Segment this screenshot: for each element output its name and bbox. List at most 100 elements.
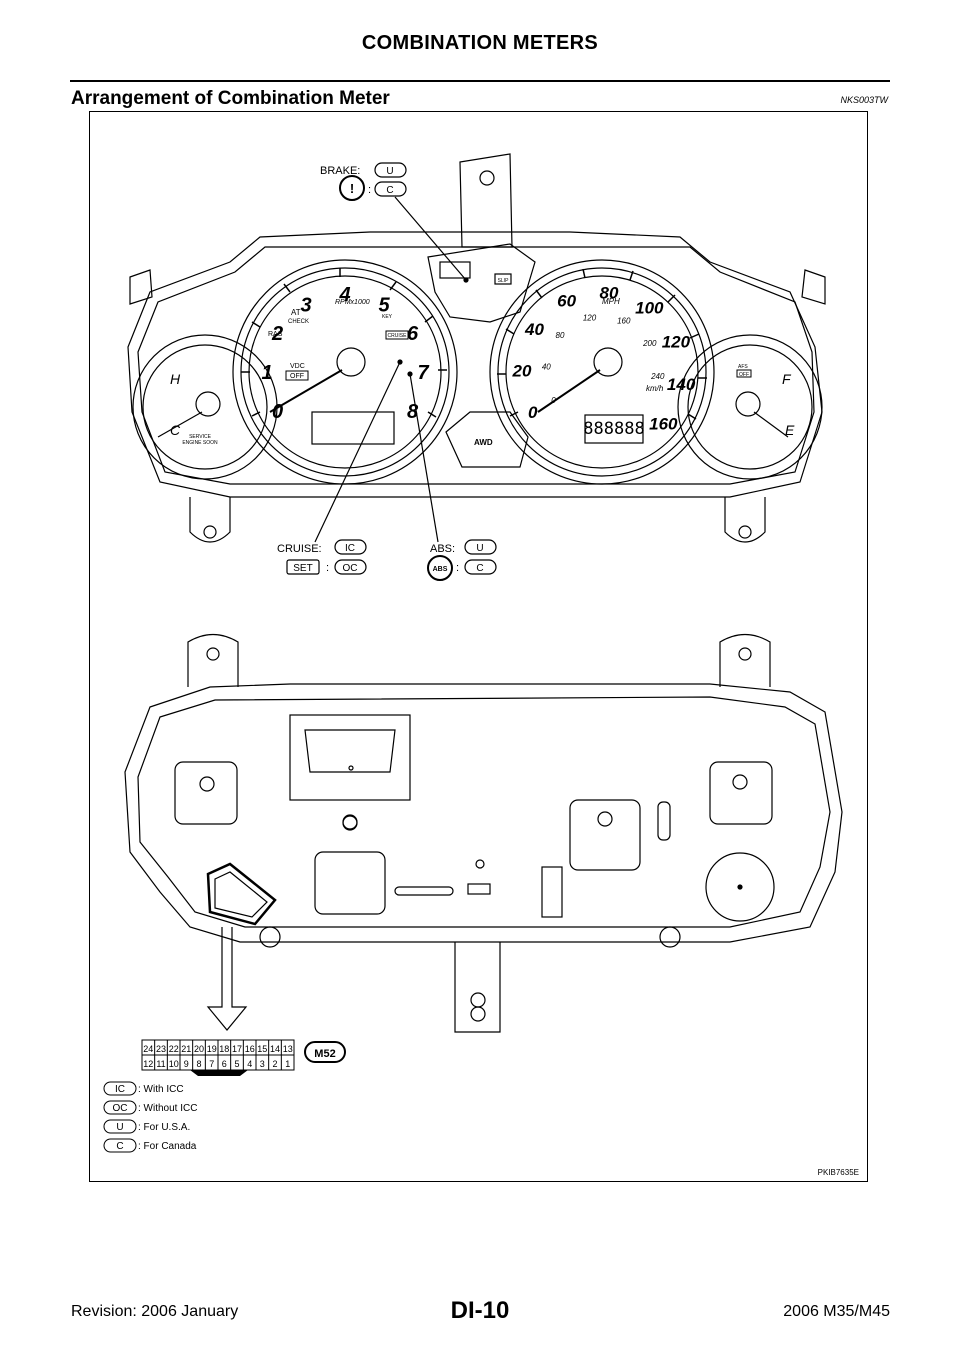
legend-text: : For Canada — [138, 1141, 197, 1152]
tachometer-number: 8 — [407, 401, 419, 423]
speedometer-ticks — [497, 268, 707, 420]
tachometer — [232, 259, 458, 485]
tachometer-number: 2 — [271, 323, 283, 345]
afs-label: AFS — [738, 364, 748, 370]
connector-pin: 9 — [184, 1059, 189, 1069]
pinout-arrow — [206, 927, 248, 1031]
mph-number: 100 — [635, 299, 664, 318]
cruise-leader-line — [314, 361, 401, 543]
connector-pin: 4 — [247, 1059, 252, 1069]
front-housing-outline — [127, 231, 823, 498]
footer-revision: Revision: 2006 January — [71, 1303, 239, 1320]
connector-pin: 18 — [219, 1044, 229, 1054]
legend-text: : With ICC — [138, 1084, 184, 1095]
mph-number: 40 — [524, 320, 544, 339]
rear-buzzer — [705, 852, 775, 922]
connector-pin: 2 — [272, 1059, 277, 1069]
fuel-gauge — [677, 334, 823, 480]
brake-callout-u: U — [386, 166, 393, 177]
cruise-callout-oc: OC — [343, 563, 358, 574]
legend-key: IC — [115, 1084, 125, 1095]
tachometer-number: 5 — [378, 295, 390, 317]
kmh-number: 120 — [583, 313, 597, 322]
connector-pin: 16 — [245, 1044, 255, 1054]
legend-key: C — [116, 1141, 123, 1152]
mph-number: 20 — [512, 361, 532, 380]
cruise-callout-colon: : — [326, 562, 329, 574]
connector-pin: 11 — [156, 1059, 165, 1069]
legend-key: U — [116, 1122, 123, 1133]
speedometer-mph-numbers: 0 20 40 60 80 100 120 140 160 — [512, 283, 696, 433]
mph-number: 60 — [557, 291, 576, 310]
brake-callout-label: BRAKE: — [320, 165, 360, 177]
tachometer-number: 4 — [338, 284, 350, 306]
tachometer-number: 6 — [407, 323, 419, 345]
connector-pin: 15 — [257, 1044, 267, 1054]
connector-pin: 19 — [207, 1044, 217, 1054]
header-rule — [70, 80, 890, 82]
center-warning-cluster — [427, 243, 536, 323]
kmh-number: 80 — [556, 331, 565, 340]
connector-pin: 6 — [222, 1059, 227, 1069]
connector-pin: 12 — [143, 1059, 153, 1069]
section-code: NKS003TW — [840, 95, 888, 105]
abs-callout-label: ABS: — [430, 543, 455, 555]
mph-unit: MPH — [602, 297, 620, 306]
abs-icon-label: ABS — [433, 566, 448, 573]
mph-number: 0 — [528, 403, 538, 422]
top-mount-tab — [459, 153, 513, 248]
kmh-number: 40 — [542, 362, 551, 371]
connector-pin: 1 — [285, 1059, 290, 1069]
footer-page-number: DI-10 — [450, 1297, 510, 1324]
mph-number: 140 — [667, 375, 696, 394]
temp-hot-label: H — [170, 371, 181, 387]
figure-code: PKIB7635E — [817, 1168, 859, 1177]
at-check-check: CHECK — [288, 319, 309, 325]
vdc-off-label: OFF — [290, 373, 304, 380]
tachometer-unit: RPMx1000 — [335, 299, 370, 306]
connector-pin: 8 — [196, 1059, 201, 1069]
abs-callout-u: U — [476, 543, 483, 554]
temp-cold-label: C — [170, 422, 181, 438]
brake-leader-line — [394, 196, 467, 281]
page-header-title: COMBINATION METERS — [361, 32, 599, 54]
kmh-number: 0 — [551, 396, 556, 405]
section-title: Arrangement of Combination Meter — [71, 88, 390, 109]
cruise-callout-ic: IC — [345, 543, 355, 554]
connector-pin: 7 — [209, 1059, 214, 1069]
fuel-empty-label: E — [785, 422, 795, 438]
kmh-number: 160 — [617, 316, 631, 325]
mph-number: 80 — [600, 283, 619, 302]
connector-pin: 20 — [194, 1044, 204, 1054]
tachometer-number: 1 — [261, 362, 272, 384]
rear-connector-socket — [206, 862, 277, 926]
vdc-label: VDC — [290, 363, 305, 370]
brake-callout-colon: : — [368, 184, 371, 196]
brake-icon-glyph: ! — [350, 181, 354, 196]
rear-display-window — [289, 714, 411, 801]
awd-label: AWD — [474, 438, 493, 447]
at-check-at: AT — [291, 308, 301, 317]
connector-pin: 23 — [156, 1044, 166, 1054]
brake-callout-c: C — [386, 185, 393, 196]
abs-warning-icon — [427, 555, 453, 581]
mph-number: 120 — [662, 332, 691, 351]
tachometer-ticks — [241, 268, 447, 418]
connector-pin: 22 — [169, 1044, 179, 1054]
abs-callout-colon: : — [456, 562, 459, 574]
speedometer-needle — [537, 369, 601, 413]
abs-callout-c: C — [476, 563, 483, 574]
mph-number: 160 — [649, 414, 678, 433]
fuel-full-label: F — [782, 371, 792, 387]
cruise-callout-label: CRUISE: — [277, 543, 322, 555]
kmh-unit: km/h — [646, 384, 664, 393]
cruise-callout-set: SET — [293, 563, 312, 574]
connector-pin: 5 — [234, 1059, 239, 1069]
connector-pin: 13 — [283, 1044, 293, 1054]
connector-pin: 14 — [270, 1044, 280, 1054]
